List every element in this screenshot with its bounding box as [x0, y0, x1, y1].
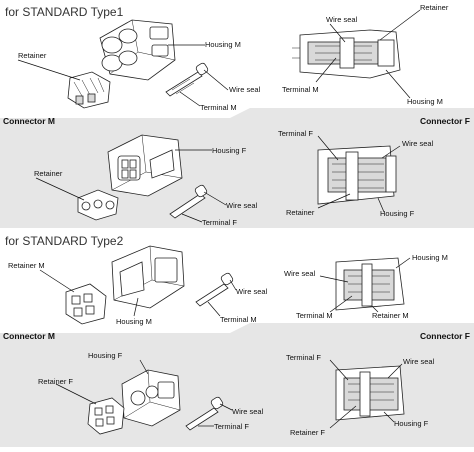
type2-connector-f-heading: Connector F	[420, 331, 470, 341]
type1-fsec-label-housing: Housing F	[380, 209, 415, 218]
type2-m-label-housing: Housing M	[116, 317, 152, 326]
type2-m-label-wire-seal: Wire seal	[236, 287, 268, 296]
type1-terminal-m-drawing	[165, 62, 209, 97]
type2-m-exploded: Retainer M Wire seal Housing M Terminal …	[8, 245, 268, 326]
type1-msec-label-housing: Housing M	[407, 97, 443, 106]
type1-f-label-terminal: Terminal F	[202, 218, 237, 227]
type2-m-section: Housing M Wire seal Terminal M Retainer …	[284, 253, 448, 320]
type1-connector-m-heading: Connector M	[3, 116, 55, 126]
type2-fsec-label-wire-seal: Wire seal	[403, 357, 435, 366]
type1-msec-label-wire-seal: Wire seal	[326, 15, 358, 24]
type2-f-label-housing: Housing F	[88, 351, 123, 360]
type2-retainer-m-drawing	[65, 283, 107, 325]
type2-housing-m-drawing	[111, 245, 185, 309]
type1-f-label-housing: Housing F	[212, 146, 247, 155]
type1-f-exploded: Retainer Housing F Wire seal Terminal F	[34, 134, 258, 227]
type2-f-label-terminal: Terminal F	[214, 422, 249, 431]
type2-fsec-label-terminal: Terminal F	[286, 353, 321, 362]
type1-retainer-drawing	[67, 71, 111, 109]
type1-title: for STANDARD Type1	[5, 5, 124, 19]
type1-connector-f-heading: Connector F	[420, 116, 470, 126]
type2-msec-label-wire-seal: Wire seal	[284, 269, 316, 278]
type1-m-label-wire-seal: Wire seal	[229, 85, 261, 94]
type2-title: for STANDARD Type2	[5, 234, 124, 248]
type2-housing-f-drawing	[121, 369, 181, 427]
type1-fsec-label-retainer: Retainer	[286, 208, 315, 217]
type1-housing-m-drawing	[99, 19, 176, 81]
type2-msec-label-housing: Housing M	[412, 253, 448, 262]
type2-f-section: Terminal F Wire seal Retainer F Housing …	[286, 353, 435, 437]
type1-m-exploded: Retainer Housing M Wire seal Terminal M	[17, 19, 261, 112]
type2-f-exploded: Housing F Retainer F Wire seal Terminal …	[38, 351, 264, 435]
type2-fsec-label-housing: Housing F	[394, 419, 429, 428]
type1-msec-label-terminal: Terminal M	[282, 85, 319, 94]
type1-m-label-terminal: Terminal M	[200, 103, 237, 112]
type2-f-label-retainer: Retainer F	[38, 377, 73, 386]
type2-terminal-m-drawing	[195, 272, 234, 307]
type2-m-label-terminal: Terminal M	[220, 315, 257, 324]
type1-f-label-retainer: Retainer	[34, 169, 63, 178]
type1-m-section: Wire seal Retainer Terminal M Housing M	[282, 3, 449, 106]
type1-msec-label-retainer: Retainer	[420, 3, 449, 12]
type1-terminal-f-drawing	[169, 184, 208, 219]
type1-m-label-housing: Housing M	[205, 40, 241, 49]
type1-retainer-f-drawing	[77, 189, 119, 221]
type1-m-label-retainer: Retainer	[18, 51, 47, 60]
type1-fsec-label-terminal: Terminal F	[278, 129, 313, 138]
type2-fsec-label-retainer: Retainer F	[290, 428, 325, 437]
type2-connector-m-heading: Connector M	[3, 331, 55, 341]
type2-retainer-f-drawing	[87, 397, 125, 435]
type1-fsec-label-wire-seal: Wire seal	[402, 139, 434, 148]
type2-msec-label-terminal: Terminal M	[296, 311, 333, 320]
type2-terminal-f-drawing	[185, 396, 224, 431]
type2-m-label-retainer: Retainer M	[8, 261, 45, 270]
type1-f-section: Terminal F Wire seal Retainer Housing F	[278, 129, 434, 218]
type2-msec-label-retainer: Retainer M	[372, 311, 409, 320]
type1-f-label-wire-seal: Wire seal	[226, 201, 258, 210]
type1-housing-f-drawing	[107, 134, 183, 197]
type2-f-label-wire-seal: Wire seal	[232, 407, 264, 416]
